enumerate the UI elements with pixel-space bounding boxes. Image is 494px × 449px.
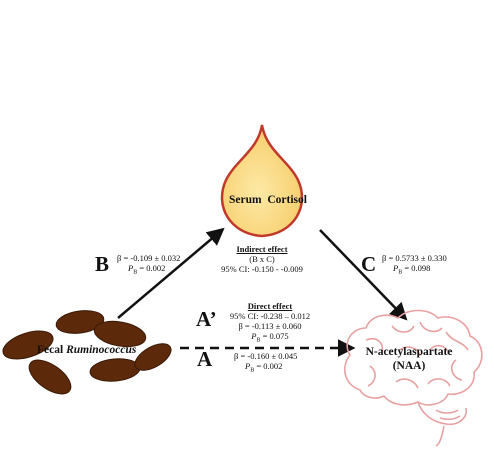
path-a-stats: β = -0.160 ± 0.045 PB = 0.002 <box>234 351 297 376</box>
path-letter-c: C <box>361 252 377 276</box>
direct-effect-p: PB = 0.075 <box>251 331 289 344</box>
indirect-effect-block: Indirect effect (B x C) 95% CI: -0.150 -… <box>214 244 310 274</box>
path-b-beta: β = -0.109 ± 0.032 <box>117 253 181 263</box>
direct-effect-ci: 95% CI: -0.238 – 0.012 <box>229 311 311 321</box>
cortisol-label: Serum Cortisol <box>229 194 307 206</box>
path-letter-a: A <box>197 347 213 371</box>
direct-effect-block: Direct effect 95% CI: -0.238 – 0.012 β =… <box>218 301 322 346</box>
path-c-stats: β = 0.5733 ± 0.330 PB = 0.098 <box>382 253 447 278</box>
indirect-effect-title: Indirect effect <box>236 244 288 254</box>
path-b-stats: β = -0.109 ± 0.032 PB = 0.002 <box>117 253 180 278</box>
naa-label-line1: N-acetylaspartate <box>365 346 453 358</box>
path-b-p: PB = 0.002 <box>128 263 166 276</box>
fecal-label-genus: Ruminococcus <box>66 344 137 356</box>
fecal-label-prefix: Fecal <box>37 344 67 356</box>
indirect-effect-ci: 95% CI: -0.150 - -0.009 <box>221 264 303 274</box>
arrow-b <box>117 227 225 319</box>
arrow-c <box>319 229 408 321</box>
cortisol-drop-icon <box>220 124 304 238</box>
path-letter-a-prime: A’ <box>196 307 217 331</box>
fecal-label: Fecal Ruminococcus <box>37 344 137 357</box>
direct-effect-beta: β = -0.113 ± 0.060 <box>238 321 302 331</box>
naa-label: N-acetylaspartate (NAA) <box>362 345 456 373</box>
path-c-p: PB = 0.098 <box>393 263 431 276</box>
path-a-p: PB = 0.002 <box>245 361 283 374</box>
path-c-beta: β = 0.5733 ± 0.330 <box>382 253 447 263</box>
indirect-effect-formula: (B x C) <box>249 254 275 264</box>
brain-icon <box>344 309 483 447</box>
naa-label-line2: (NAA) <box>392 360 426 372</box>
path-letter-b: B <box>95 252 110 276</box>
path-a-beta: β = -0.160 ± 0.045 <box>234 351 298 361</box>
direct-effect-title: Direct effect <box>247 301 293 311</box>
bacteria-icon <box>2 310 172 395</box>
